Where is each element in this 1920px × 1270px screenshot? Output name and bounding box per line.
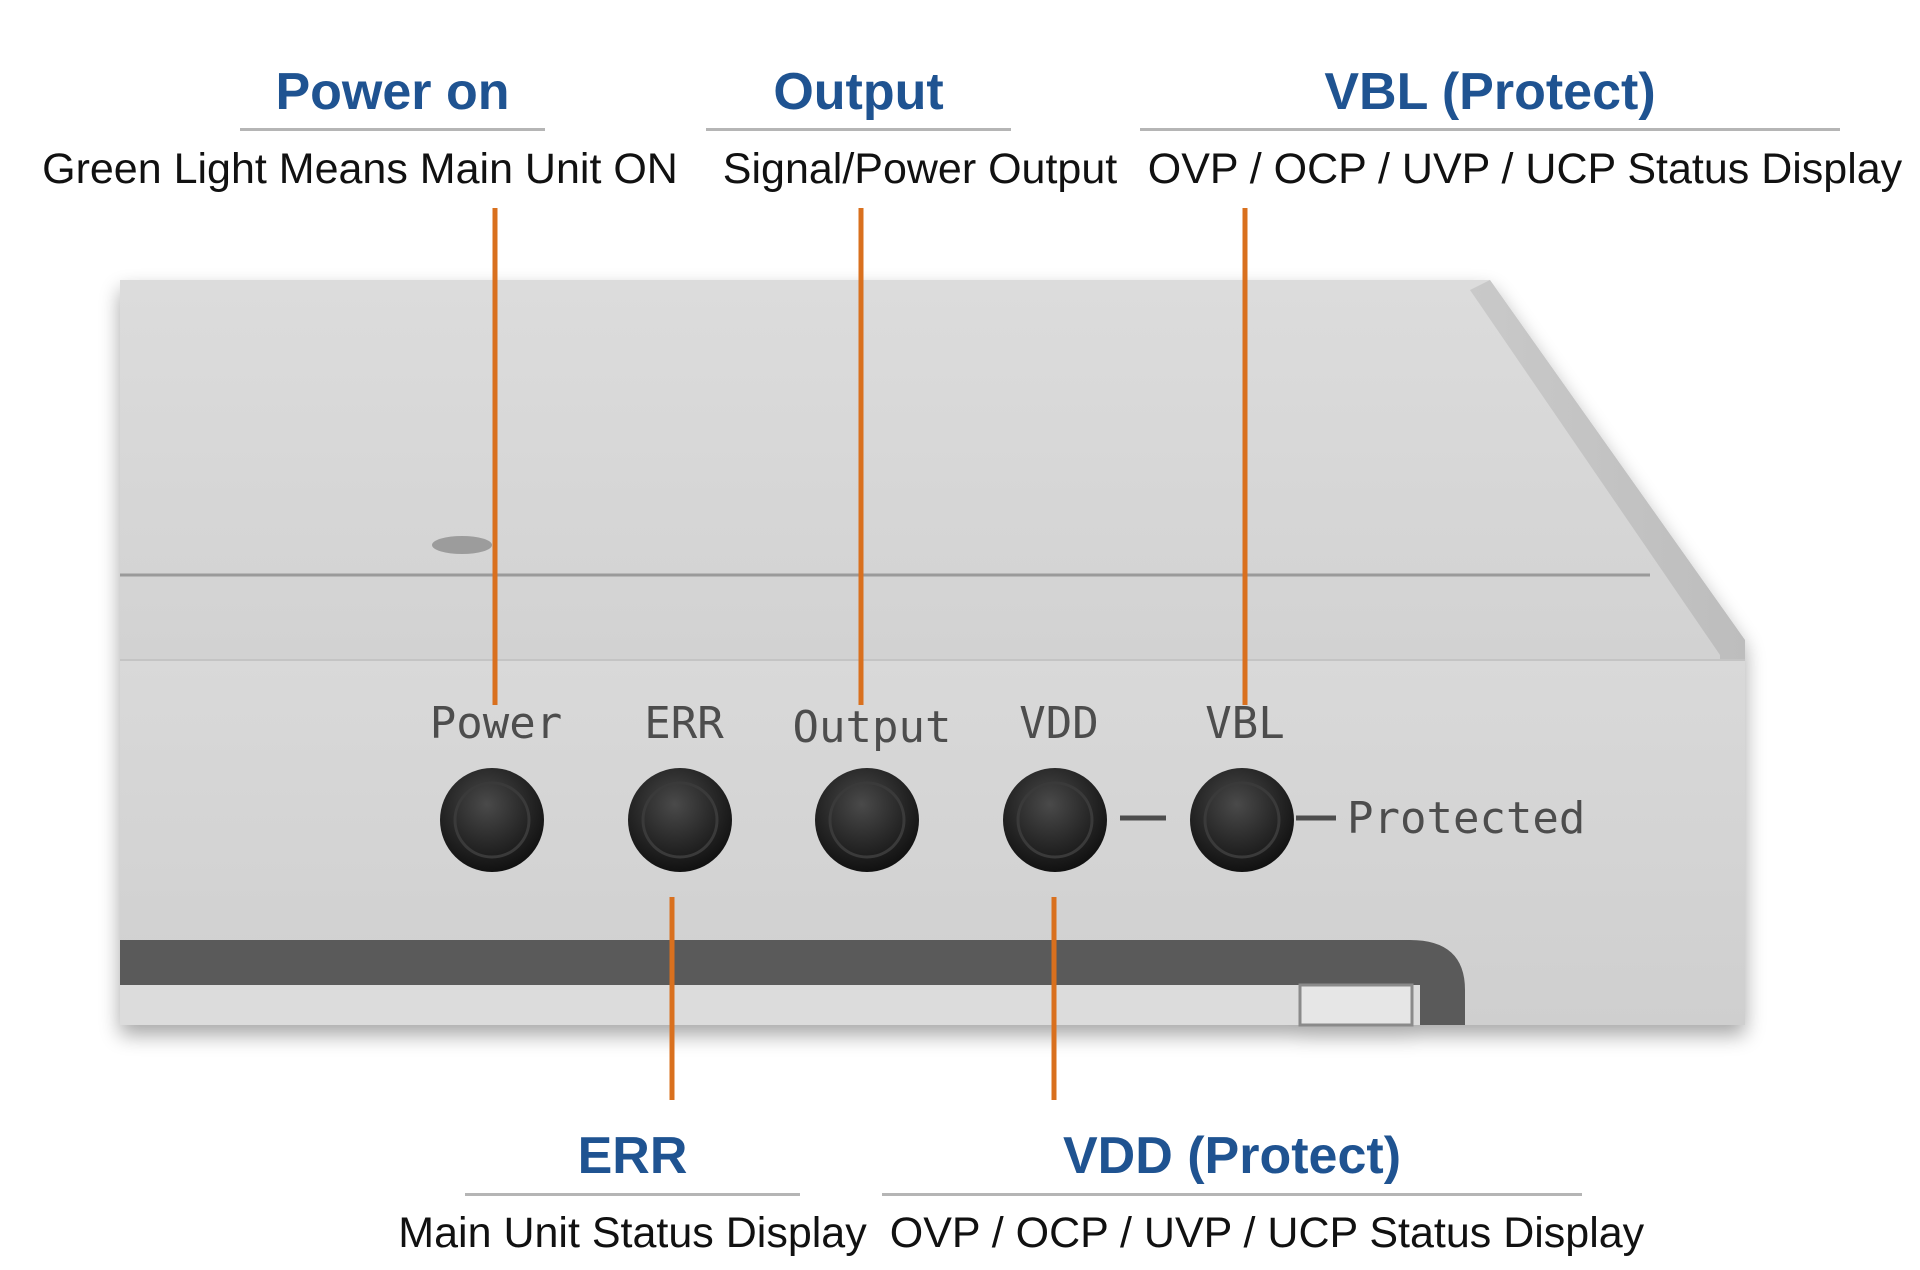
panel-label-output: Output [793,702,952,753]
callout-title-output: Output [773,63,944,121]
callout-desc-err: Main Unit Status Display [398,1209,867,1257]
callout-desc-power-on: Green Light Means Main Unit ON [42,145,678,193]
connector-slot [1298,983,1414,1027]
panel-label-err: ERR [644,698,724,749]
device-body [120,280,1745,1027]
panel-label-protected: Protected [1347,793,1585,844]
callout-rule-vdd [882,1193,1582,1196]
device-top-surface [120,280,1745,660]
callout-title-vbl: VBL (Protect) [1324,63,1656,121]
callout-desc-output: Signal/Power Output [722,145,1118,193]
led-err [628,768,732,872]
panel-label-vdd: VDD [1019,698,1098,749]
led-output [815,768,919,872]
callout-rule-output [706,128,1011,131]
screw-icon [432,536,492,554]
callout-desc-vbl: OVP / OCP / UVP / UCP Status Display [1147,145,1903,193]
callout-rule-power-on [240,128,545,131]
lower-bezel-inner [120,985,1420,1025]
led-vbl [1190,768,1294,872]
callout-title-err: ERR [577,1127,688,1185]
callout-rule-err [465,1193,800,1196]
callout-rule-vbl [1140,128,1840,131]
panel-label-vbl: VBL [1205,698,1284,749]
callout-title-vdd: VDD (Protect) [1062,1127,1402,1185]
led-power [440,768,544,872]
callout-title-power-on: Power on [275,63,510,121]
lower-bezel [120,940,1465,1025]
led-vdd [1003,768,1107,872]
callout-desc-vdd: OVP / OCP / UVP / UCP Status Display [889,1209,1645,1257]
panel-label-power: Power [430,698,562,749]
